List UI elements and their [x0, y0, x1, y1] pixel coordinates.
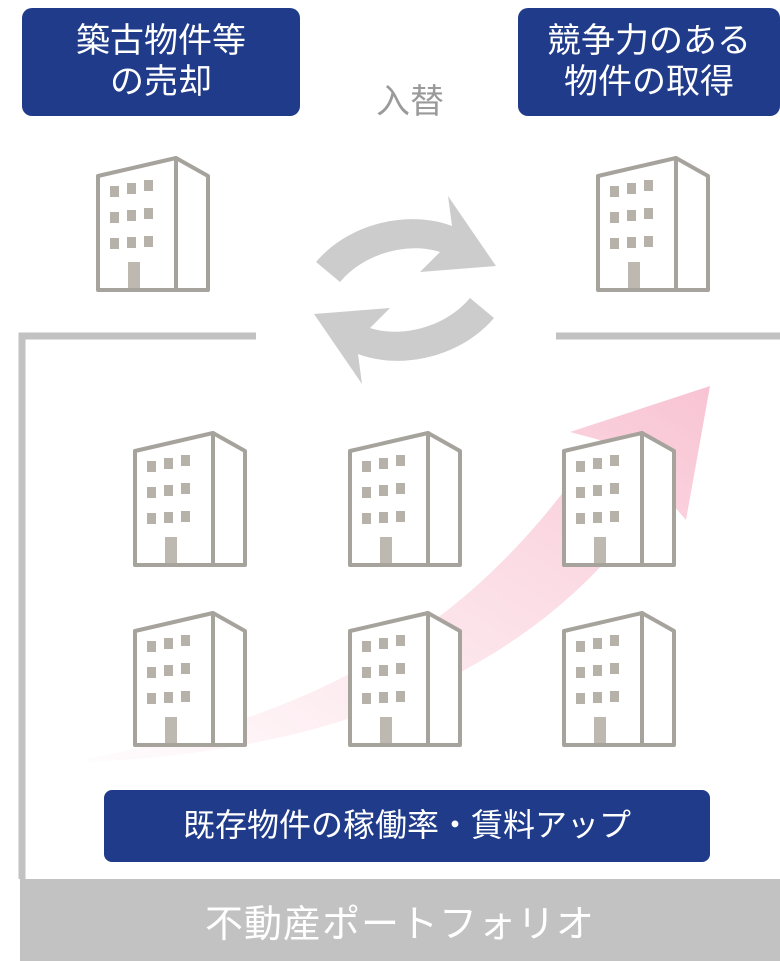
building-icon: [562, 611, 676, 747]
sell-label-line-2: の売却: [110, 62, 212, 102]
sell-label-box: 築古物件等 の売却: [22, 8, 300, 116]
building-icon-sell: [96, 156, 210, 292]
building-icon: [133, 431, 247, 567]
sell-label-line-1: 築古物件等: [76, 20, 246, 61]
building-icon: [348, 611, 462, 747]
portfolio-footer: 不動産ポートフォリオ: [20, 879, 780, 961]
improvement-label-box: 既存物件の稼働率・賃料アップ: [104, 790, 710, 862]
building-icon: [348, 431, 462, 567]
improvement-label: 既存物件の稼働率・賃料アップ: [182, 806, 631, 845]
buy-label-line-1: 競争力のある: [547, 20, 751, 61]
portfolio-footer-label: 不動産ポートフォリオ: [204, 901, 595, 946]
building-icon: [133, 611, 247, 747]
building-icon-buy: [596, 156, 710, 292]
portfolio-frame-left: [18, 332, 256, 879]
swap-label: 入替: [376, 82, 444, 122]
buy-label-box: 競争力のある 物件の取得: [518, 8, 780, 116]
buy-label-line-2: 物件の取得: [564, 62, 734, 102]
building-icon: [562, 431, 676, 567]
swap-arrows-icon: [314, 196, 496, 384]
